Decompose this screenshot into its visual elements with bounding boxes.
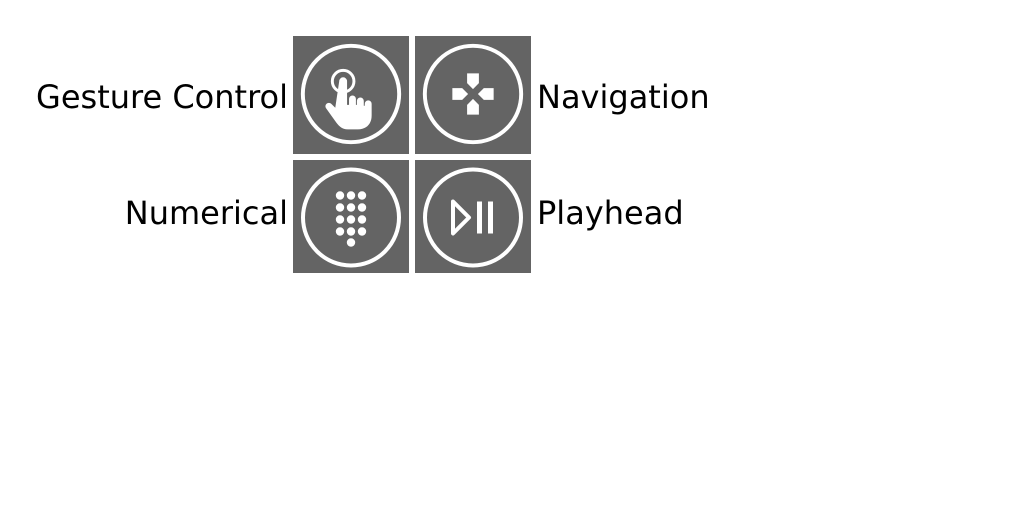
gesture-control-label: Gesture Control: [36, 78, 288, 116]
dialpad-icon: [301, 167, 401, 268]
numerical-button[interactable]: [293, 160, 409, 273]
playhead-label: Playhead: [537, 194, 684, 232]
navigation-button[interactable]: [415, 36, 531, 154]
numerical-label: Numerical: [124, 194, 288, 232]
touch-hand-icon: [300, 43, 402, 145]
play-pause-icon: [423, 167, 523, 268]
dpad-icon: [422, 43, 524, 145]
navigation-label: Navigation: [537, 78, 710, 116]
gesture-control-button[interactable]: [293, 36, 409, 154]
playhead-button[interactable]: [415, 160, 531, 273]
